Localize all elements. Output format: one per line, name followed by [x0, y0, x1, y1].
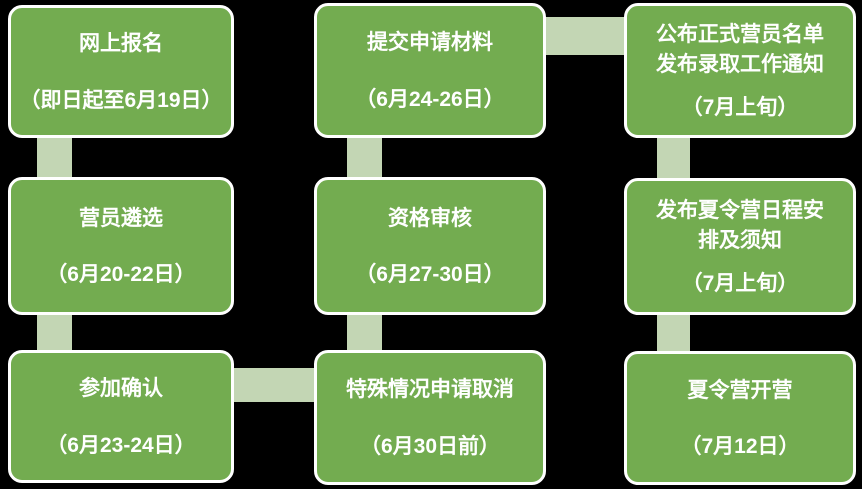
step-date: （6月24-26日）: [355, 87, 505, 111]
connector-step2-step3: [37, 308, 72, 358]
connector-step4-step5: [347, 130, 382, 185]
connector-step5-step6: [347, 308, 382, 358]
step-title: 营员遴选: [79, 206, 163, 230]
step-title: 发布夏令营日程安 排及须知: [656, 198, 824, 252]
connector-step3-step6: [228, 368, 320, 402]
step-date: （6月23-24日）: [46, 433, 196, 457]
step-date: （6月30日前）: [359, 434, 501, 458]
step-date: （7月12日）: [680, 435, 800, 459]
step-date: （6月27-30日）: [355, 263, 505, 287]
step-title: 夏令营开营: [687, 378, 793, 402]
step-date: （7月上旬）: [681, 272, 799, 296]
step-title: 网上报名: [79, 32, 163, 56]
step-title: 特殊情况申请取消: [346, 378, 514, 402]
flow-step-publish-schedule: 发布夏令营日程安 排及须知 （7月上旬）: [624, 178, 856, 315]
step-title: 公布正式营员名单 发布录取工作通知: [656, 22, 824, 76]
step-title: 资格审核: [388, 206, 472, 230]
flow-step-online-registration: 网上报名 （即日起至6月19日）: [8, 5, 234, 138]
step-date: （7月上旬）: [681, 96, 799, 120]
flow-step-announce-list: 公布正式营员名单 发布录取工作通知 （7月上旬）: [624, 3, 856, 138]
step-date: （即日起至6月19日）: [19, 88, 223, 112]
step-date: （6月20-22日）: [46, 263, 196, 287]
step-title: 提交申请材料: [367, 31, 493, 55]
flow-step-qualification-review: 资格审核 （6月27-30日）: [314, 177, 546, 315]
step-title: 参加确认: [79, 377, 163, 401]
flow-step-camper-selection: 营员遴选 （6月20-22日）: [8, 177, 234, 315]
flow-step-submit-materials: 提交申请材料 （6月24-26日）: [314, 3, 546, 138]
connector-step4-step7: [540, 17, 630, 55]
connector-step7-step8: [657, 130, 690, 186]
connector-step8-step9: [657, 308, 690, 358]
flow-step-camp-opening: 夏令营开营 （7月12日）: [624, 351, 856, 485]
flow-step-participation-confirmation: 参加确认 （6月23-24日）: [8, 350, 234, 483]
connector-step1-step2: [37, 130, 72, 185]
flow-step-special-cancellation: 特殊情况申请取消 （6月30日前）: [314, 350, 546, 485]
